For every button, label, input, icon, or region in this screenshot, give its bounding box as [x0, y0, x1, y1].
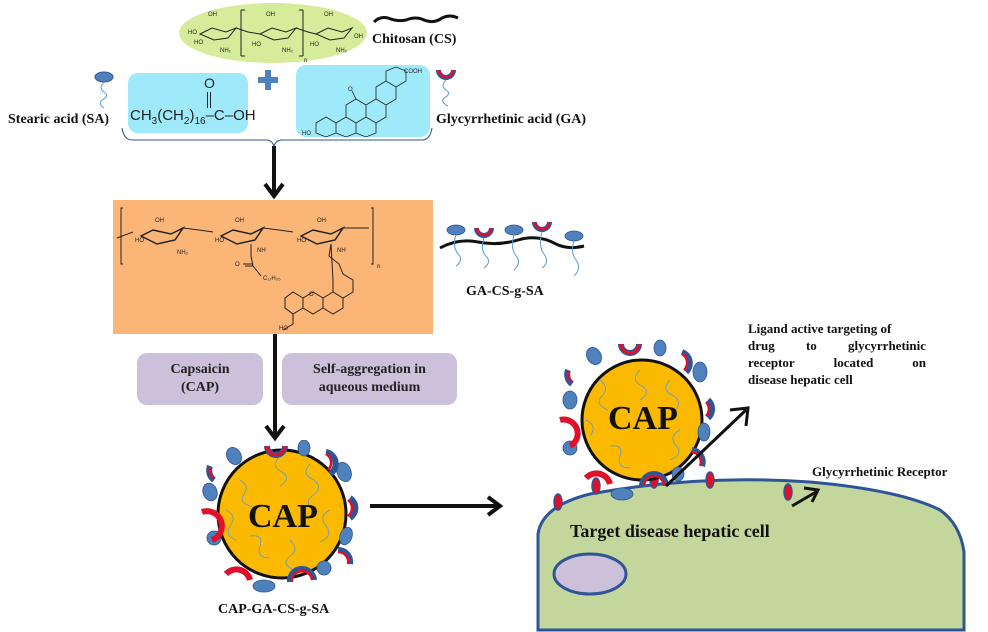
capsaicin-step-line2: (CAP)	[180, 380, 220, 395]
arrow-down-2	[264, 334, 286, 442]
cell-label: Target disease hepatic cell	[570, 521, 770, 541]
svg-text:HO: HO	[194, 40, 203, 46]
svg-text:HO: HO	[279, 326, 288, 332]
conjugate-chain-icon	[439, 221, 585, 277]
svg-text:O: O	[235, 262, 240, 268]
svg-text:NH₂: NH₂	[220, 48, 232, 54]
nanoparticle-label: CAP-GA-CS-g-SA	[218, 602, 330, 617]
svg-text:COOH: COOH	[404, 69, 422, 75]
stearic-acid-formula: CH3(CH2)16–C–OH	[130, 107, 256, 127]
svg-text:O: O	[348, 87, 353, 93]
double-bond	[207, 92, 211, 108]
capsaicin-step-box: Capsaicin (CAP)	[137, 353, 263, 405]
svg-text:OH: OH	[354, 34, 363, 40]
svg-text:NH₂: NH₂	[177, 250, 189, 256]
svg-text:n: n	[304, 58, 307, 64]
svg-text:OH: OH	[324, 12, 333, 18]
svg-text:NH₂: NH₂	[282, 48, 294, 54]
svg-text:C₁₇H₃₅: C₁₇H₃₅	[263, 276, 281, 282]
glycyrrhetinic-acid-box: COOH HO O	[296, 65, 430, 138]
self-aggregation-line1: Self-aggregation in	[313, 362, 426, 377]
chitosan-structure: OH HO HO NH₂ OH HO NH₂ OH HO OH NH₂ n	[179, 3, 367, 64]
stearic-acid-icon	[94, 71, 114, 109]
targeting-description-line1: Ligand active targeting of	[748, 321, 892, 336]
svg-text:HO: HO	[302, 131, 311, 137]
chitosan-chain-icon	[372, 14, 459, 24]
self-aggregation-line2: aqueous medium	[318, 380, 421, 395]
svg-text:OH: OH	[155, 218, 164, 224]
chitosan-label: Chitosan (CS)	[372, 32, 457, 47]
svg-text:OH: OH	[208, 12, 217, 18]
svg-text:HO: HO	[188, 30, 197, 36]
svg-text:HO: HO	[252, 42, 261, 48]
cap-core-label-left: CAP	[248, 498, 318, 535]
ga-ligand-icon	[436, 69, 456, 107]
glycyrrhetinic-acid-label: Glycyrrhetinic acid (GA)	[436, 112, 587, 127]
svg-text:HO: HO	[215, 238, 224, 244]
nucleus	[552, 552, 628, 596]
hepatic-cell	[536, 478, 966, 632]
targeting-description-line4: disease hepatic cell	[748, 372, 853, 387]
chitosan-ellipse	[179, 3, 367, 63]
svg-text:OH: OH	[266, 12, 275, 18]
svg-text:HO: HO	[310, 42, 319, 48]
targeting-scene	[536, 339, 966, 632]
svg-text:NH: NH	[257, 248, 266, 254]
nanoparticle-left	[200, 440, 359, 593]
conjugate-label: GA-CS-g-SA	[466, 284, 544, 299]
svg-text:NH₂: NH₂	[336, 48, 348, 54]
receptor-label: Glycyrrhetinic Receptor	[812, 464, 948, 479]
self-aggregation-step-box: Self-aggregation in aqueous medium	[282, 353, 457, 405]
receptor-arrow	[791, 490, 817, 508]
sa-heads	[202, 440, 353, 593]
targeting-arrow	[664, 408, 748, 488]
svg-text:HO: HO	[297, 238, 306, 244]
stearic-acid-label: Stearic acid (SA)	[8, 112, 110, 127]
svg-text:OH: OH	[317, 218, 326, 224]
stearic-acid-box: O CH3(CH2)16–C–OH	[128, 73, 256, 133]
sa-tails	[225, 455, 331, 571]
capsaicin-step-line1: Capsaicin	[170, 362, 230, 377]
cap-core-label-right: CAP	[608, 400, 678, 437]
svg-text:OH: OH	[235, 218, 244, 224]
ga-cups	[200, 445, 359, 583]
svg-text:NH: NH	[337, 248, 346, 254]
receptors	[553, 471, 793, 511]
svg-text:n: n	[377, 264, 380, 270]
svg-text:O: O	[309, 292, 314, 298]
carbonyl-oxygen: O	[204, 75, 215, 91]
svg-text:HO: HO	[135, 238, 144, 244]
reactants-brace	[121, 127, 433, 200]
plus-icon	[258, 70, 278, 90]
arrow-right	[370, 495, 504, 517]
